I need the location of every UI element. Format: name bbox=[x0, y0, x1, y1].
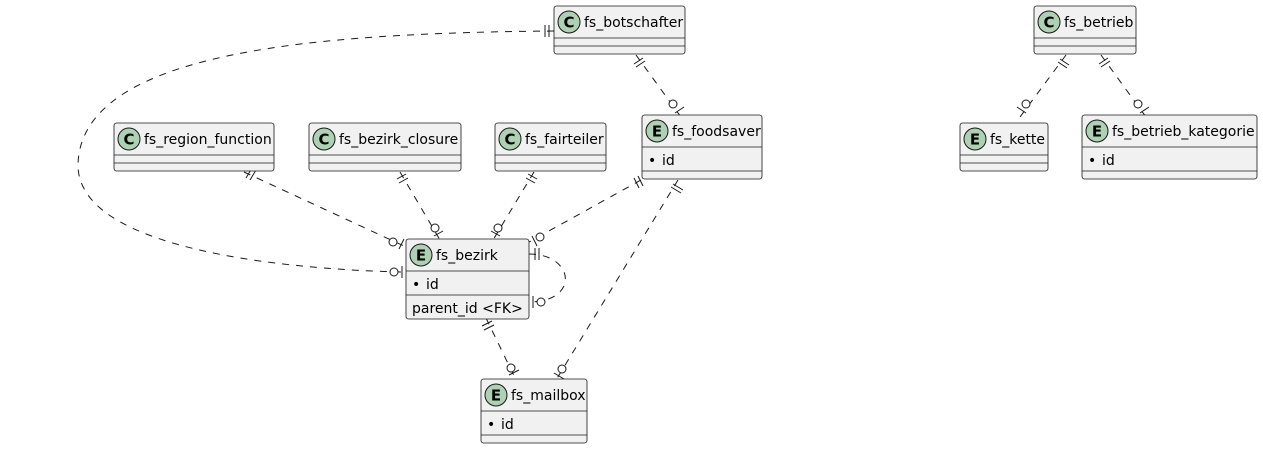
entity-name: fs_botschafter bbox=[584, 15, 683, 31]
badge-letter: E bbox=[416, 247, 426, 265]
marker-exactly-one bbox=[633, 57, 646, 68]
entity-fs-kette[interactable]: E fs_kette bbox=[959, 122, 1049, 172]
marker-zero-or-one bbox=[389, 267, 399, 277]
entity-name: fs_bezirk bbox=[436, 248, 499, 264]
marker-exactly-one bbox=[1057, 58, 1070, 69]
class-badge-icon bbox=[312, 127, 336, 151]
attribute-id: id bbox=[426, 277, 439, 293]
entity-fs-bezirk[interactable]: E fs_bezirk • id parent_id <FK> bbox=[405, 238, 530, 320]
marker-zero-or-one bbox=[508, 369, 520, 376]
entity-name: fs_bezirk_closure bbox=[339, 132, 458, 148]
attribute-parent-id-fk: parent_id <FK> bbox=[412, 301, 523, 317]
entity-badge-icon bbox=[963, 127, 987, 151]
attribute-bullet: • bbox=[487, 417, 495, 433]
entity-fs-botschafter[interactable]: C fs_botschafter bbox=[553, 5, 686, 55]
entity-badge-icon bbox=[484, 383, 508, 407]
class-badge-icon bbox=[557, 10, 581, 34]
entity-name: fs_betrieb bbox=[1064, 15, 1133, 31]
entity-name: fs_kette bbox=[990, 132, 1045, 148]
marker-zero-or-one bbox=[674, 106, 685, 114]
marker-zero-or-one bbox=[536, 297, 546, 307]
marker-exactly-one bbox=[534, 248, 540, 260]
marker-zero-or-one bbox=[490, 230, 501, 237]
badge-letter: E bbox=[652, 123, 662, 141]
marker-exactly-one bbox=[633, 175, 644, 189]
edge-foodsaver-mailbox bbox=[555, 179, 679, 381]
entity-name: fs_mailbox bbox=[511, 388, 586, 404]
marker-exactly-one bbox=[670, 183, 684, 194]
cardinality-markers bbox=[245, 25, 1150, 380]
attribute-id: id bbox=[662, 153, 675, 169]
marker-zero-or-one bbox=[557, 364, 567, 374]
entity-name: fs_betrieb_kategorie bbox=[1112, 124, 1255, 140]
marker-zero-or-one bbox=[553, 372, 565, 380]
edge-regionfunction-bezirk bbox=[243, 171, 405, 247]
marker-exactly-one bbox=[1098, 57, 1111, 68]
badge-letter: C bbox=[504, 131, 515, 149]
marker-zero-or-one bbox=[506, 363, 516, 373]
marker-zero-or-one bbox=[668, 99, 678, 109]
badge-letter: C bbox=[1043, 14, 1054, 32]
entity-badge-icon bbox=[645, 119, 669, 143]
marker-zero-or-one bbox=[1016, 106, 1027, 114]
entity-fs-betrieb-kategorie[interactable]: E fs_betrieb_kategorie • id bbox=[1081, 114, 1258, 180]
edge-foodsaver-bezirk bbox=[528, 179, 642, 243]
class-badge-icon bbox=[1037, 10, 1061, 34]
marker-exactly-one bbox=[481, 320, 495, 331]
marker-zero-or-one bbox=[535, 232, 545, 242]
marker-zero-or-one bbox=[398, 238, 405, 250]
relationship-edges bbox=[77, 30, 1147, 381]
badge-letter: C bbox=[123, 131, 134, 149]
badge-letter: C bbox=[318, 131, 329, 149]
marker-zero-or-one bbox=[493, 223, 503, 233]
class-badge-icon bbox=[117, 127, 141, 151]
attribute-id: id bbox=[1102, 153, 1115, 169]
entity-fs-foodsaver[interactable]: E fs_foodsaver • id bbox=[641, 114, 763, 180]
marker-zero-or-one bbox=[1139, 106, 1150, 114]
marker-zero-or-one bbox=[1021, 99, 1031, 109]
class-badge-icon bbox=[498, 127, 522, 151]
marker-exactly-one bbox=[544, 25, 550, 37]
marker-zero-or-one bbox=[430, 223, 440, 233]
entity-fs-fairteiler[interactable]: C fs_fairteiler bbox=[494, 122, 607, 172]
entity-badge-icon bbox=[1085, 119, 1109, 143]
entity-fs-betrieb[interactable]: C fs_betrieb bbox=[1033, 5, 1137, 55]
entity-badge-icon bbox=[409, 243, 433, 267]
entity-fs-region-function[interactable]: C fs_region_function bbox=[113, 122, 275, 172]
attribute-bullet: • bbox=[1088, 153, 1096, 169]
edge-bezirk-self bbox=[528, 253, 566, 303]
marker-zero-or-one bbox=[531, 235, 538, 247]
marker-exactly-one bbox=[525, 173, 538, 184]
marker-zero-or-one bbox=[1133, 99, 1143, 109]
attribute-bullet: • bbox=[412, 277, 420, 293]
entity-name: fs_region_function bbox=[144, 132, 272, 148]
badge-letter: E bbox=[491, 387, 501, 405]
entity-fs-mailbox[interactable]: E fs_mailbox • id bbox=[480, 378, 588, 444]
marker-exactly-one bbox=[396, 173, 409, 184]
edge-botschafter-bezirk bbox=[77, 30, 555, 273]
badge-letter: E bbox=[970, 131, 980, 149]
attribute-id: id bbox=[501, 417, 514, 433]
entity-name: fs_fairteiler bbox=[525, 132, 604, 148]
badge-letter: C bbox=[563, 14, 574, 32]
attribute-bullet: • bbox=[648, 153, 656, 169]
marker-zero-or-one bbox=[388, 237, 398, 247]
entity-name: fs_foodsaver bbox=[672, 124, 761, 140]
marker-zero-or-one bbox=[433, 230, 444, 237]
badge-letter: E bbox=[1092, 123, 1102, 141]
entity-fs-bezirk-closure[interactable]: C fs_bezirk_closure bbox=[308, 122, 462, 172]
